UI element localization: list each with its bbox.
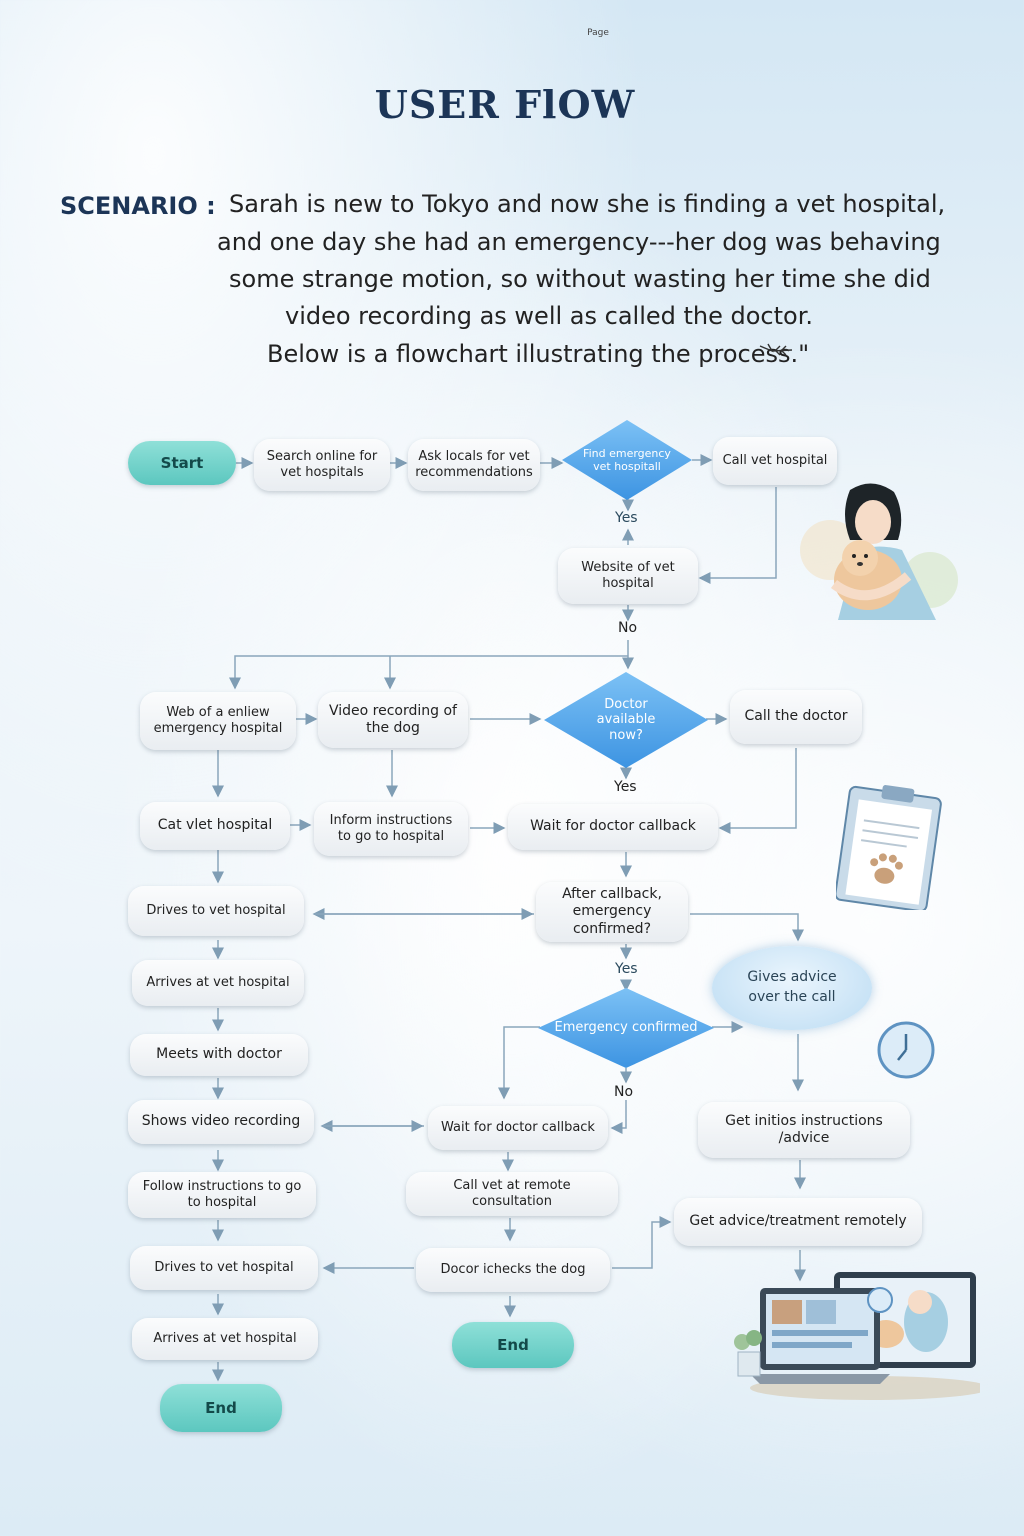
doctor-available-decision: Doctor available now? — [544, 672, 708, 768]
gives-advice-step: Gives advice over the call — [712, 946, 872, 1030]
emergency-confirmed-label: Emergency confirmed — [538, 988, 714, 1068]
yes-label-1: Yes — [615, 510, 638, 526]
no-label-1: No — [618, 620, 637, 636]
get-initios-step: Get initios instructions /advice — [698, 1102, 910, 1158]
find-emergency-label: Find emergency vet hospitall — [562, 420, 692, 500]
end-terminal-left: End — [160, 1384, 282, 1432]
yes-label-2: Yes — [614, 779, 637, 795]
call-remote-step: Call vet at remote consultation — [406, 1172, 618, 1216]
inform-instructions-step: Inform instructions to go to hospital — [314, 802, 468, 856]
gives-advice-label: Gives advice over the call — [744, 968, 840, 1007]
woman-holding-dog-illustration — [790, 480, 960, 630]
doctor-checks-step: Docor ichecks the dog — [416, 1248, 610, 1292]
website-step: Website of vet hospital — [558, 548, 698, 604]
no-label-2: No — [614, 1084, 633, 1100]
web-emergency-step: Web of a enliew emergency hospital — [140, 692, 296, 750]
laptop-video-call-illustration — [730, 1262, 980, 1402]
clipboard-with-paw-illustration — [836, 780, 946, 910]
ask-locals-step: Ask locals for vet recommendations — [408, 439, 540, 491]
wait-callback-step-1: Wait for doctor callback — [508, 804, 718, 850]
clock-icon — [874, 1020, 940, 1080]
emergency-confirmed-decision: Emergency confirmed — [538, 988, 714, 1068]
after-callback-step: After callback, emergency confirmed? — [536, 882, 688, 942]
search-online-step: Search online for vet hospitals — [254, 439, 390, 491]
doctor-available-label: Doctor available now? — [544, 672, 708, 768]
get-advice-remote-step: Get advice/treatment remotely — [674, 1198, 922, 1246]
video-recording-step: Video recording of the dog — [318, 692, 468, 748]
shows-video-step: Shows video recording — [128, 1100, 314, 1144]
wait-callback-step-2: Wait for doctor callback — [428, 1106, 608, 1150]
drives-vet-step-2: Drives to vet hospital — [130, 1246, 318, 1290]
call-vet-hospital-step: Call vet hospital — [713, 437, 837, 485]
arrives-vet-step-2: Arrives at vet hospital — [132, 1318, 318, 1360]
yes-label-3: Yes — [615, 961, 638, 977]
find-emergency-decision: Find emergency vet hospitall — [562, 420, 692, 500]
follow-instructions-step: Follow instructions to go to hospital — [128, 1172, 316, 1218]
call-doctor-step: Call the doctor — [730, 690, 862, 744]
meets-doctor-step: Meets with doctor — [130, 1034, 308, 1076]
end-terminal-mid: End — [452, 1322, 574, 1368]
arrives-vet-step-1: Arrives at vet hospital — [132, 960, 304, 1006]
start-terminal: Start — [128, 441, 236, 485]
drives-vet-step-1: Drives to vet hospital — [128, 886, 304, 936]
cat-vet-step: Cat vlet hospital — [140, 802, 290, 850]
